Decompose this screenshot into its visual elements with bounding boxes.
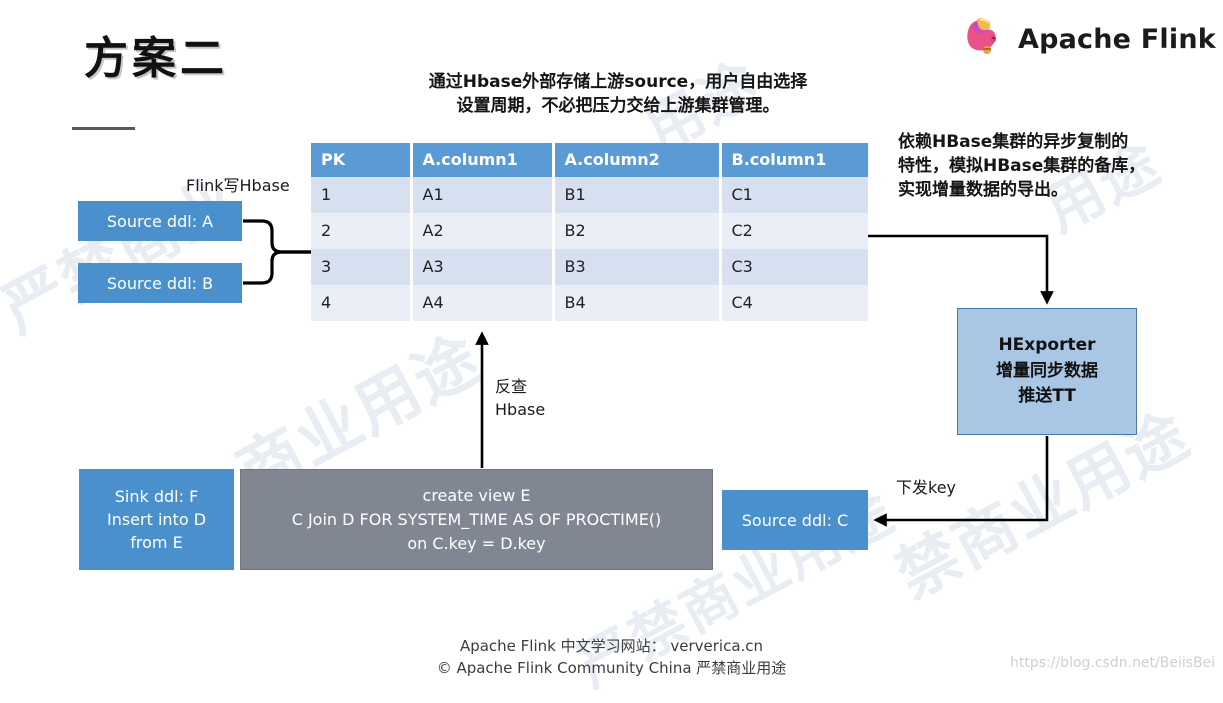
table-header-cell: A.column2 bbox=[553, 143, 722, 177]
slide-canvas: 严禁商业 商业用途 用途 禁商业用途 用途 严禁商业用途 方案二 Apache … bbox=[0, 17, 1223, 700]
node-source-ddl-c[interactable]: Source ddl: C bbox=[722, 490, 868, 550]
label-push-key: 下发key bbox=[896, 478, 957, 497]
table-header-cell: PK bbox=[311, 143, 413, 177]
table-cell: C1 bbox=[720, 177, 868, 213]
footer: Apache Flink 中文学习网站： ververica.cn © Apac… bbox=[0, 636, 1223, 680]
table-header-cell: A.column1 bbox=[411, 143, 555, 177]
table-header-row: PK A.column1 A.column2 B.column1 bbox=[311, 143, 868, 177]
hbase-table: PK A.column1 A.column2 B.column1 1 A1 B1… bbox=[311, 143, 868, 321]
table-row: 1 A1 B1 C1 bbox=[311, 177, 868, 213]
table-cell: C2 bbox=[720, 213, 868, 249]
table-cell: C4 bbox=[720, 285, 868, 321]
table-cell: A3 bbox=[411, 249, 555, 285]
apache-flink-logo: Apache Flink bbox=[963, 17, 1216, 62]
table-cell: 2 bbox=[311, 213, 413, 249]
wire-source-b-to-table bbox=[243, 250, 311, 285]
table-cell: 4 bbox=[311, 285, 413, 321]
node-hexporter[interactable]: HExporter 增量同步数据 推送TT bbox=[957, 308, 1137, 435]
footer-line-2: © Apache Flink Community China 严禁商业用途 bbox=[436, 658, 787, 677]
node-create-view-e[interactable]: create view E C Join D FOR SYSTEM_TIME A… bbox=[240, 469, 713, 570]
table-cell: B3 bbox=[553, 249, 722, 285]
csdn-watermark: https://blog.csdn.net/BeiisBei bbox=[1010, 655, 1216, 671]
table-cell: 1 bbox=[311, 177, 413, 213]
table-row: 3 A3 B3 C3 bbox=[311, 249, 868, 285]
table-row: 4 A4 B4 C4 bbox=[311, 285, 868, 321]
table-cell: A4 bbox=[411, 285, 555, 321]
page-title: 方案二 bbox=[84, 33, 228, 84]
wire-source-a-to-table bbox=[243, 219, 311, 254]
node-source-ddl-a[interactable]: Source ddl: A bbox=[78, 201, 242, 241]
table-row: 2 A2 B2 C2 bbox=[311, 213, 868, 249]
table-cell: B1 bbox=[553, 177, 722, 213]
title-underline bbox=[72, 127, 135, 130]
table-cell: B4 bbox=[553, 285, 722, 321]
footer-line-1: Apache Flink 中文学习网站： ververica.cn bbox=[459, 637, 764, 655]
table-cell: 3 bbox=[311, 249, 413, 285]
label-flink-write-hbase: Flink写Hbase bbox=[186, 176, 290, 195]
table-cell: C3 bbox=[720, 249, 868, 285]
table-header-cell: B.column1 bbox=[720, 143, 868, 177]
table-cell: A2 bbox=[411, 213, 555, 249]
table-cell: B2 bbox=[553, 213, 722, 249]
brand-name: Apache Flink bbox=[1018, 24, 1216, 55]
node-sink-ddl-f[interactable]: Sink ddl: F Insert into D from E bbox=[79, 469, 234, 570]
wire-table-to-hexporter bbox=[868, 234, 1054, 305]
flink-squirrel-logo-icon bbox=[963, 17, 1007, 62]
callout-right: 依赖HBase集群的异步复制的 特性，模拟HBase集群的备库， 实现增量数据的… bbox=[898, 132, 1146, 201]
label-recheck-hbase: 反查 Hbase bbox=[495, 377, 546, 420]
callout-top: 通过Hbase外部存储上游source，用户自由选择 设置周期，不必把压力交给上… bbox=[428, 72, 808, 117]
node-source-ddl-b[interactable]: Source ddl: B bbox=[78, 263, 242, 303]
table-cell: A1 bbox=[411, 177, 555, 213]
